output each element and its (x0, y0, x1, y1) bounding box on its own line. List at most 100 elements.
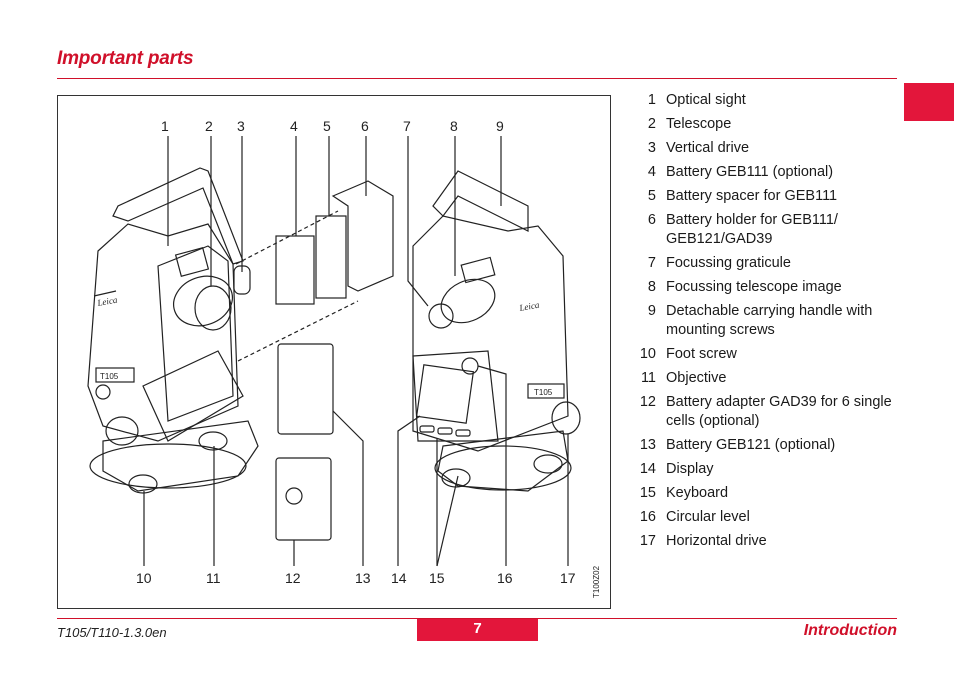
battery-geb111 (275, 235, 315, 305)
right-label-plate (527, 383, 565, 399)
legend-number: 4 (647, 164, 656, 180)
legend-number: 17 (639, 533, 656, 549)
right-key-2 (437, 427, 453, 435)
callout-1: 1 (161, 118, 169, 134)
legend-number: 16 (639, 509, 656, 525)
legend-number: 2 (647, 116, 656, 132)
battery-adapter (275, 457, 332, 541)
left-model-label: T105 (100, 372, 119, 381)
callout-10: 10 (136, 570, 152, 586)
legend-number: 3 (647, 140, 656, 156)
legend-number: 10 (639, 346, 656, 362)
left-label-plate (95, 367, 135, 383)
right-body (412, 215, 569, 452)
legend-text: Display (666, 461, 714, 477)
leader-dash-2 (237, 300, 359, 362)
leader-7 (407, 136, 429, 307)
legend-item: 13 Battery GEB121 (optional) (628, 436, 898, 455)
callout-15: 15 (429, 570, 445, 586)
section-name: Introduction (803, 622, 897, 639)
left-side-knob (95, 384, 111, 400)
callout-3: 3 (237, 118, 245, 134)
instrument-drawing: T105 T105 Leica Leica (87, 136, 581, 567)
battery-geb121 (277, 343, 334, 435)
legend-text: Focussing graticule (666, 255, 791, 271)
legend-number: 7 (647, 255, 656, 271)
legend-text: Objective (666, 370, 727, 386)
legend-item: 5 Battery spacer for GEB111 (628, 187, 898, 206)
legend-number: 15 (639, 485, 656, 501)
legend-text: Detachable carrying handle with mounting… (666, 303, 873, 338)
callout-11: 11 (206, 570, 221, 586)
left-sight (174, 247, 210, 277)
legend-text: Battery GEB121 (optional) (666, 437, 836, 453)
left-standard (157, 245, 234, 422)
callout-9: 9 (496, 118, 504, 134)
page-number: 7 (417, 619, 538, 641)
section-tab (904, 83, 954, 121)
callout-4: 4 (290, 118, 298, 134)
legend-item: 12 Battery adapter GAD39 for 6 single cel… (628, 393, 898, 431)
top-divider (57, 78, 897, 79)
legend-number: 1 (647, 92, 656, 108)
legend-text: Horizontal drive (666, 533, 767, 549)
instrument-figure: T105 T105 Leica Leica 1 2 3 4 5 6 7 8 9 … (57, 95, 611, 609)
right-display (415, 364, 475, 424)
battery-holder (331, 180, 394, 292)
legend-item: 9 Detachable carrying handle with mountin… (628, 302, 898, 340)
callout-8: 8 (450, 118, 458, 134)
callout-17: 17 (560, 570, 576, 586)
callout-2: 2 (205, 118, 213, 134)
battery-spacer (315, 215, 347, 299)
leader-15b (436, 475, 459, 567)
figure-code: T100Z02 (592, 565, 601, 598)
left-foot-screw (105, 416, 139, 446)
right-model-label: T105 (534, 388, 553, 397)
legend-number: 8 (647, 279, 656, 295)
legend-text: Battery spacer for GEB111 (666, 188, 838, 204)
legend-number: 14 (639, 461, 656, 477)
right-base-plate (434, 445, 572, 491)
legend-text: Circular level (666, 509, 750, 525)
legend-item: 14 Display (628, 460, 898, 479)
bottom-divider (57, 618, 897, 619)
left-foot-screw-2 (128, 474, 158, 494)
callout-16: 16 (497, 570, 513, 586)
left-foot-screw-3 (198, 431, 228, 451)
page-title: Important parts (57, 48, 194, 69)
left-body (87, 223, 239, 442)
legend-number: 5 (647, 188, 656, 204)
right-carrying-handle (432, 170, 529, 232)
callout-5: 5 (323, 118, 331, 134)
leader-dash-1 (235, 210, 339, 265)
right-brand-label: Leica (518, 300, 541, 314)
legend-item: 8 Focussing telescope image (628, 278, 898, 297)
legend-number: 9 (647, 303, 656, 319)
left-objective (194, 285, 232, 331)
legend-text: Battery holder for GEB111/ GEB121/GAD39 (666, 212, 838, 247)
left-telescope (173, 275, 233, 327)
right-keyboard-panel (412, 350, 499, 442)
legend-text: Battery GEB111 (optional) (666, 164, 834, 180)
callout-13: 13 (355, 570, 371, 586)
document-id: T105/T110-1.3.0en (57, 625, 167, 640)
legend-item: 3 Vertical drive (628, 139, 898, 158)
legend-text: Vertical drive (666, 140, 750, 156)
legend-text: Keyboard (666, 485, 729, 501)
legend-item: 17 Horizontal drive (628, 532, 898, 551)
leader-16 (477, 365, 507, 566)
legend-number: 12 (639, 394, 656, 410)
right-tribrach (437, 430, 569, 492)
callout-12: 12 (285, 570, 301, 586)
legend-text: Focussing telescope image (666, 279, 842, 295)
right-key-1 (419, 425, 435, 433)
legend-number: 11 (640, 370, 656, 386)
legend-number: 13 (639, 437, 656, 453)
legend-item: 4 Battery GEB111 (optional) (628, 163, 898, 182)
left-display-panel (142, 350, 244, 442)
right-telescope (440, 278, 496, 324)
legend-text: Battery adapter GAD39 for 6 single cells… (666, 394, 892, 429)
